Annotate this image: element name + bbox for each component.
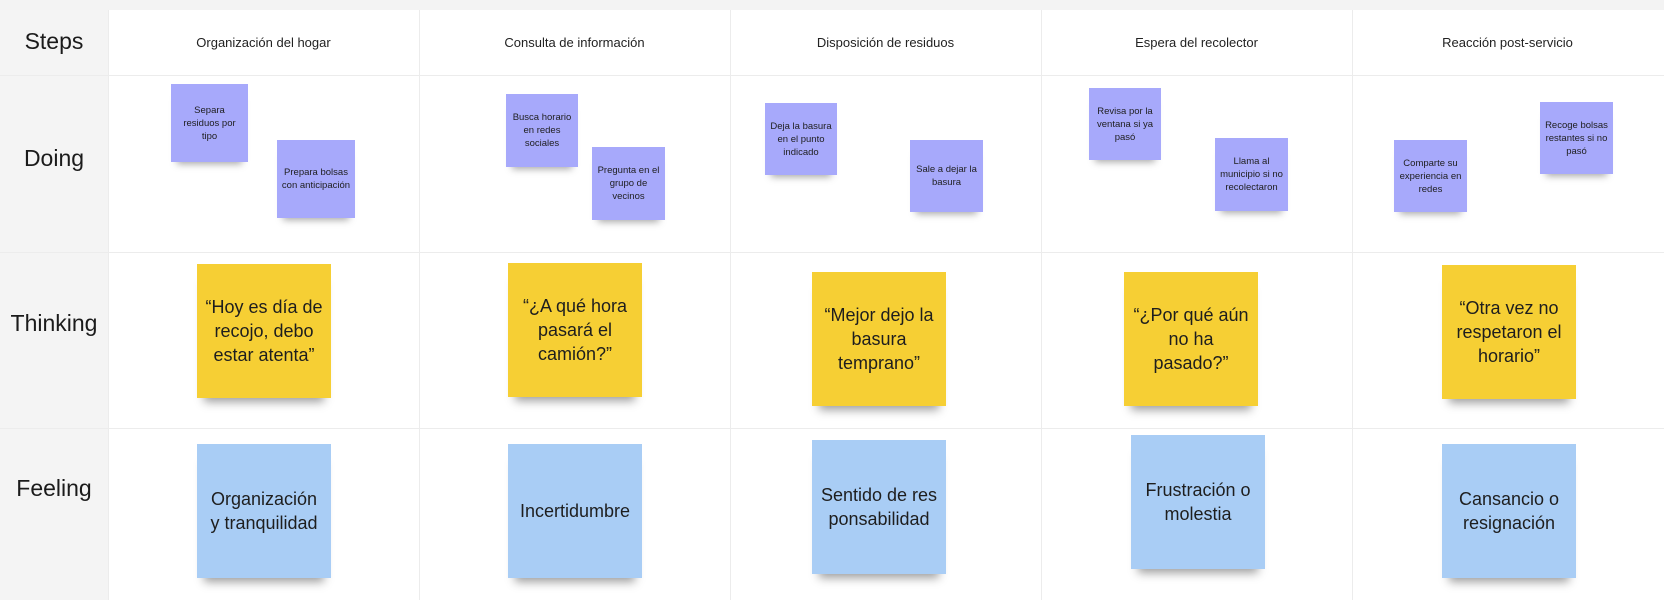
column-divider bbox=[1041, 10, 1042, 600]
thinking-note[interactable]: “¿Por qué aún no ha pasado?” bbox=[1124, 272, 1258, 406]
doing-note[interactable]: Llama al municipio si no recolectaron bbox=[1215, 138, 1288, 211]
row-label-thinking: Thinking bbox=[10, 310, 98, 336]
note-text: Frustración o molestia bbox=[1145, 480, 1251, 524]
note-text: Prepara bolsas con anticipación bbox=[281, 167, 351, 191]
feeling-note[interactable]: Frustración o molestia bbox=[1131, 435, 1265, 569]
column-header-4: Espera del recolector bbox=[1135, 35, 1258, 50]
doing-note[interactable]: Separa residuos por tipo bbox=[171, 84, 248, 162]
feeling-note[interactable]: Sentido de responsabilidad bbox=[812, 440, 946, 574]
doing-note[interactable]: Comparte su experiencia en redes bbox=[1394, 140, 1467, 212]
note-text: Separa residuos por tipo bbox=[183, 104, 236, 142]
note-text: Deja la basura en el punto indicado bbox=[770, 120, 832, 158]
note-text: Incertidumbre bbox=[519, 501, 631, 521]
note-text: Comparte su experiencia en redes bbox=[1399, 157, 1462, 195]
note-text: “¿Por qué aún no ha pasado?” bbox=[1133, 305, 1249, 373]
column-divider bbox=[1352, 10, 1353, 600]
note-text: Cansancio o resignación bbox=[1458, 489, 1560, 533]
doing-note[interactable]: Recoge bolsas restantes si no pasó bbox=[1540, 102, 1613, 174]
row-labels-column: Steps Doing Thinking Feeling bbox=[0, 10, 108, 600]
note-text: “Mejor dejo la basura temprano” bbox=[824, 305, 934, 373]
row-label-steps: Steps bbox=[24, 28, 84, 54]
note-text: Organización y tranquilidad bbox=[210, 489, 318, 533]
note-text: “¿A qué hora pasará el camión?” bbox=[522, 296, 628, 364]
feeling-note[interactable]: Organización y tranquilidad bbox=[197, 444, 331, 578]
row-divider bbox=[0, 252, 1664, 253]
doing-note[interactable]: Prepara bolsas con anticipación bbox=[277, 140, 355, 218]
doing-note[interactable]: Pregunta en el grupo de vecinos bbox=[592, 147, 665, 220]
thinking-note[interactable]: “Mejor dejo la basura temprano” bbox=[812, 272, 946, 406]
thinking-note[interactable]: “¿A qué hora pasará el camión?” bbox=[508, 263, 642, 397]
column-header-3: Disposición de residuos bbox=[816, 35, 955, 50]
row-label-feeling: Feeling bbox=[16, 475, 92, 501]
row-label-doing: Doing bbox=[23, 145, 85, 171]
doing-note[interactable]: Sale a dejar la basura bbox=[910, 140, 983, 212]
note-text: Revisa por la ventana si ya pasó bbox=[1097, 105, 1153, 143]
doing-note[interactable]: Revisa por la ventana si ya pasó bbox=[1089, 88, 1161, 160]
thinking-note[interactable]: “Hoy es día de recojo, debo estar atenta… bbox=[197, 264, 331, 398]
note-text: Sale a dejar la basura bbox=[916, 164, 977, 188]
column-header-2: Consulta de información bbox=[504, 35, 645, 50]
feeling-note[interactable]: Cansancio o resignación bbox=[1442, 444, 1576, 578]
row-divider bbox=[0, 75, 1664, 76]
note-text: Recoge bolsas restantes si no pasó bbox=[1545, 119, 1608, 157]
note-text: Llama al municipio si no recolectaron bbox=[1220, 156, 1283, 193]
column-header-1: Organización del hogar bbox=[196, 35, 331, 50]
journey-map-board: Steps Doing Thinking Feeling Organizació… bbox=[0, 10, 1664, 600]
note-text: Busca horario en redes sociales bbox=[512, 112, 572, 149]
column-divider bbox=[108, 10, 109, 600]
note-text: Sentido de responsabilidad bbox=[820, 485, 938, 529]
thinking-note[interactable]: “Otra vez no respetaron el horario” bbox=[1442, 265, 1576, 399]
note-text: Pregunta en el grupo de vecinos bbox=[597, 165, 660, 202]
column-divider bbox=[730, 10, 731, 600]
column-header-5: Reacción post-servicio bbox=[1442, 35, 1573, 50]
doing-note[interactable]: Busca horario en redes sociales bbox=[506, 94, 578, 167]
column-divider bbox=[419, 10, 420, 600]
note-text: “Hoy es día de recojo, debo estar atenta… bbox=[205, 297, 323, 365]
note-text: “Otra vez no respetaron el horario” bbox=[1456, 298, 1562, 366]
row-divider bbox=[0, 428, 1664, 429]
feeling-note[interactable]: Incertidumbre bbox=[508, 444, 642, 578]
doing-note[interactable]: Deja la basura en el punto indicado bbox=[765, 103, 837, 175]
